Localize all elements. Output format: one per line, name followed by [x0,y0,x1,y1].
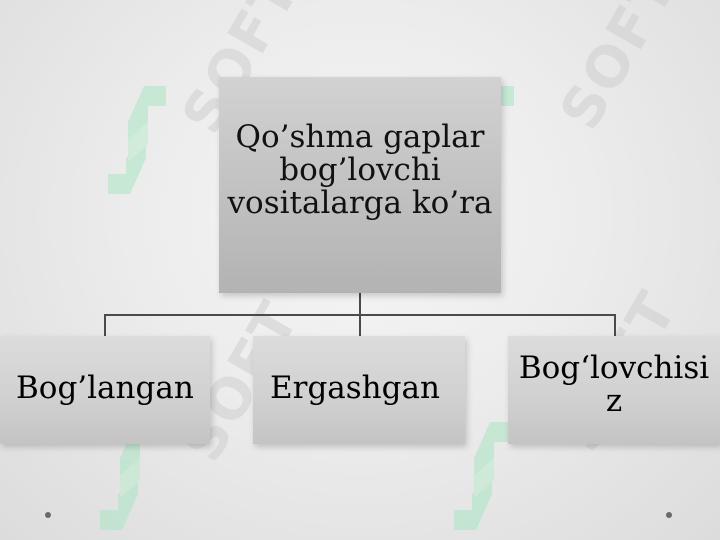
child-node-label-line-2: z [605,383,623,419]
child-node-label: Ergashgan [270,370,440,406]
connector-left [104,314,106,336]
child-node-label: Bog’langan [16,370,194,406]
root-node: Qo’shma gaplar bog’lovchi vositalarga ko… [219,77,501,293]
child-node-bog-langan [0,336,210,444]
root-node-line-2: bog’lovchi [279,151,441,188]
root-node-line-3: vositalarga ko’ra [227,184,493,221]
child-node-ergashgan [253,336,465,444]
watermark-text: SOFT [548,0,691,141]
child-node-label: Bog‘lovchisi z [516,352,712,418]
connector-right [614,314,616,336]
corner-dot [45,512,51,518]
corner-dot [666,512,672,518]
connector-middle [359,314,361,336]
watermark-logo-icon [454,422,512,530]
root-node-label: Qo’shma gaplar bog’lovchi vositalarga ko… [219,118,501,221]
child-node-label-line-1: Bog‘lovchisi [518,350,710,386]
watermark-logo-icon [108,86,166,194]
root-node-line-1: Qo’shma gaplar [235,118,485,155]
child-node-bog-lovchisiz [508,336,720,444]
connector-root-stem [359,293,361,315]
